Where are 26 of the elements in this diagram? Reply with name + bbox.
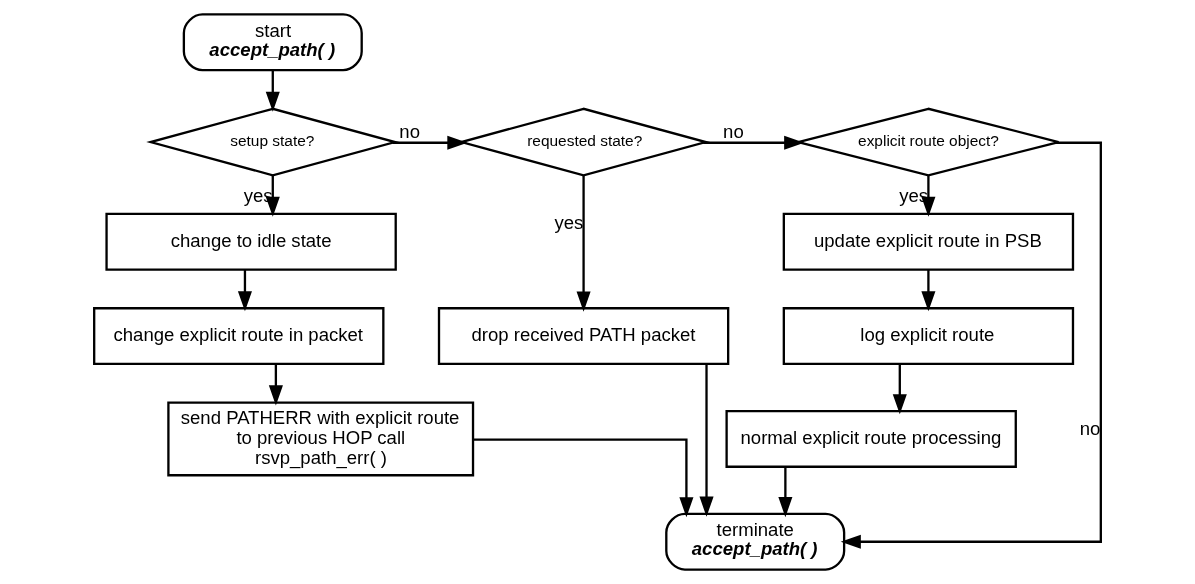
arrow xyxy=(576,175,591,312)
arrow xyxy=(473,438,694,518)
edge-label: no xyxy=(723,120,744,142)
arrow xyxy=(268,364,283,406)
arrow xyxy=(392,135,468,150)
node-box: log explicit route xyxy=(782,307,1075,366)
arrow xyxy=(921,270,936,312)
node-diamond: setup state? xyxy=(146,107,400,177)
node-box: start accept_path( ) xyxy=(182,13,363,72)
node-box: normal explicit route processing xyxy=(725,409,1017,468)
arrow xyxy=(892,364,907,415)
edge-label: no xyxy=(1079,418,1101,440)
node-box: change explicit route in packet xyxy=(93,307,385,366)
node-box: drop received PATH packet xyxy=(437,307,730,366)
node-box: send PATHERR with explicit route to previous HOP call rsvp_path_err( ) xyxy=(167,401,475,477)
arrow xyxy=(778,467,793,518)
arrow xyxy=(265,70,280,112)
node-box: change to idle state xyxy=(105,212,397,271)
node-box: update explicit route in PSB xyxy=(782,212,1075,271)
arrow xyxy=(840,141,1102,549)
arrow xyxy=(703,135,805,150)
node-box: terminate accept_path( ) xyxy=(665,512,846,571)
arrow xyxy=(237,270,252,312)
node-diamond: explicit route object? xyxy=(797,107,1060,177)
edge-label: no xyxy=(399,120,420,142)
arrow xyxy=(699,364,714,517)
